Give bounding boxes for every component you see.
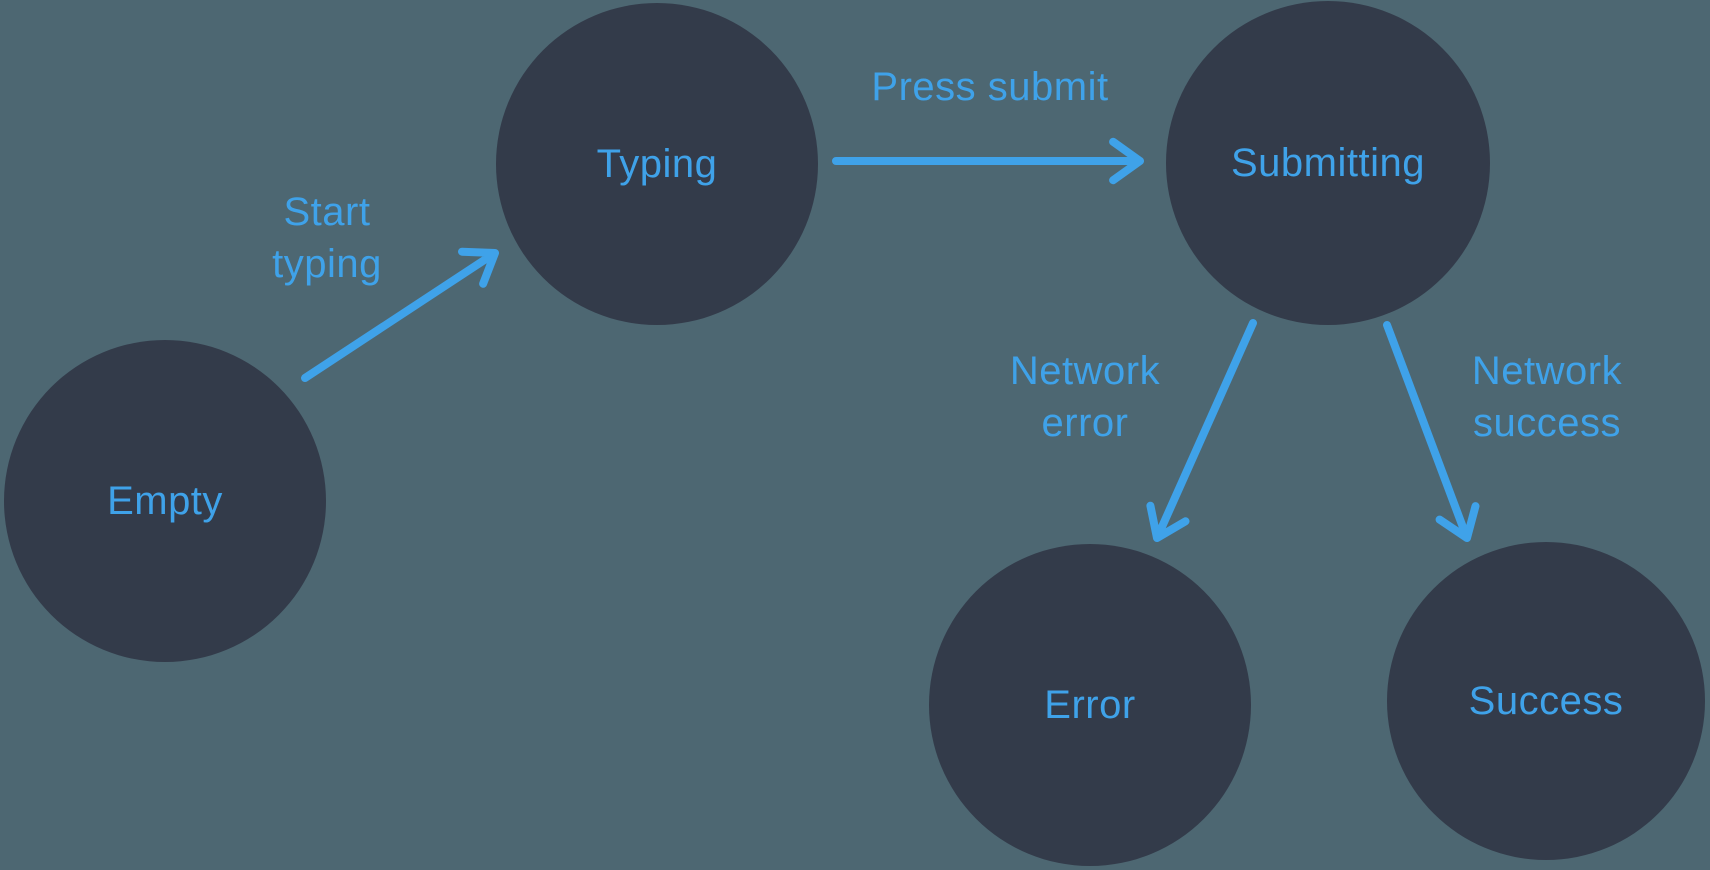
- transition-label-press-submit: Press submit: [871, 61, 1108, 113]
- state-node-label-submitting: Submitting: [1231, 140, 1425, 185]
- transition-arrow-press-submit: [832, 137, 1144, 185]
- transition-label-network-error-line: error: [1041, 401, 1129, 445]
- transition-label-network-error-line: Network: [1009, 349, 1161, 393]
- state-node-label-success: Success: [1468, 678, 1624, 723]
- transition-label-start-typing: Start typing: [272, 186, 382, 290]
- state-node-typing: Typing: [496, 3, 818, 325]
- transition-label-start-typing-line: typing: [272, 242, 382, 286]
- transition-label-start-typing-line: Start: [283, 190, 371, 234]
- transition-label-network-error: Network error: [1010, 345, 1160, 449]
- state-node-error: Error: [929, 544, 1251, 866]
- transition-label-network-success: Network success: [1472, 345, 1622, 449]
- transition-label-network-success-line: Network: [1471, 349, 1623, 393]
- transition-label-network-success-line: success: [1472, 401, 1621, 445]
- transition-arrow-network-error: [1146, 319, 1257, 542]
- transition-label-press-submit-line: Press submit: [871, 65, 1109, 109]
- state-node-label-empty: Empty: [107, 478, 223, 523]
- state-node-success: Success: [1387, 542, 1705, 860]
- state-node-empty: Empty: [4, 340, 326, 662]
- state-node-label-error: Error: [1044, 682, 1136, 727]
- transition-arrow-network-success: [1383, 321, 1480, 542]
- state-node-label-typing: Typing: [596, 141, 718, 186]
- state-node-submitting: Submitting: [1166, 1, 1490, 325]
- transition-arrow-start-typing: [301, 247, 499, 382]
